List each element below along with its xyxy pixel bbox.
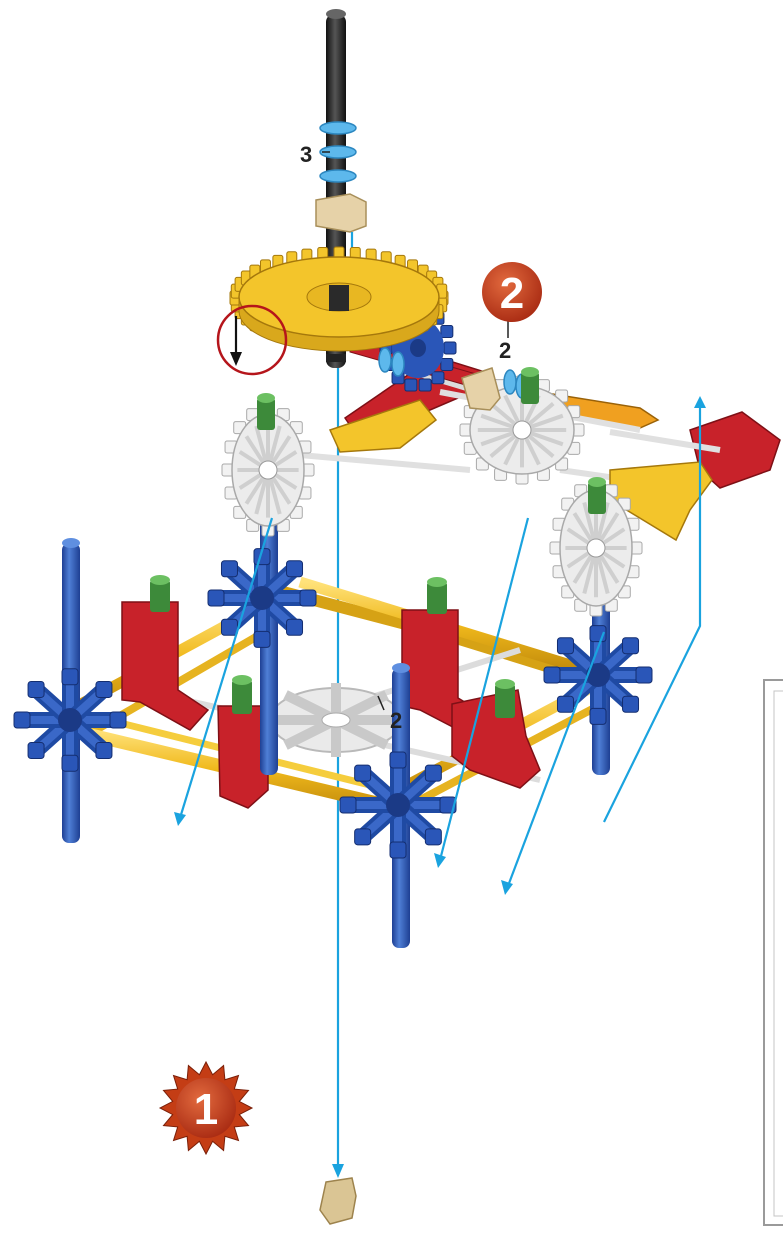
bottom-clip — [320, 1178, 356, 1224]
quantity-label-spacers-right: 2 — [499, 338, 511, 363]
blue-gear-tooth — [419, 379, 431, 391]
step-two-number: 2 — [500, 269, 524, 318]
bottom-frame-assembly — [62, 450, 610, 948]
side-panel-frame — [764, 680, 783, 1225]
quantity-label-spacers-top: 3 — [300, 142, 312, 167]
blue-hub-front-right — [340, 752, 456, 858]
blue-gear-tooth — [405, 379, 417, 391]
quantity-label-spacers-left: 2 — [390, 708, 402, 733]
vertical-axle-clip — [316, 194, 366, 232]
blue-gear-tooth — [441, 358, 453, 370]
step-one-badge: 1 — [160, 1062, 252, 1154]
blue-hub-back-right — [544, 626, 652, 725]
blue-gear-tooth — [432, 372, 444, 384]
step-two-badge: 2 — [482, 262, 542, 322]
step-one-number: 1 — [194, 1085, 218, 1134]
blue-hub-front-left — [14, 669, 126, 771]
blue-hub-back-left — [208, 549, 316, 648]
yellow-gear — [230, 247, 448, 351]
blue-gear-tooth — [441, 326, 453, 338]
blue-gear-tooth — [444, 342, 456, 354]
axle-guide-arrowhead — [332, 1164, 344, 1178]
